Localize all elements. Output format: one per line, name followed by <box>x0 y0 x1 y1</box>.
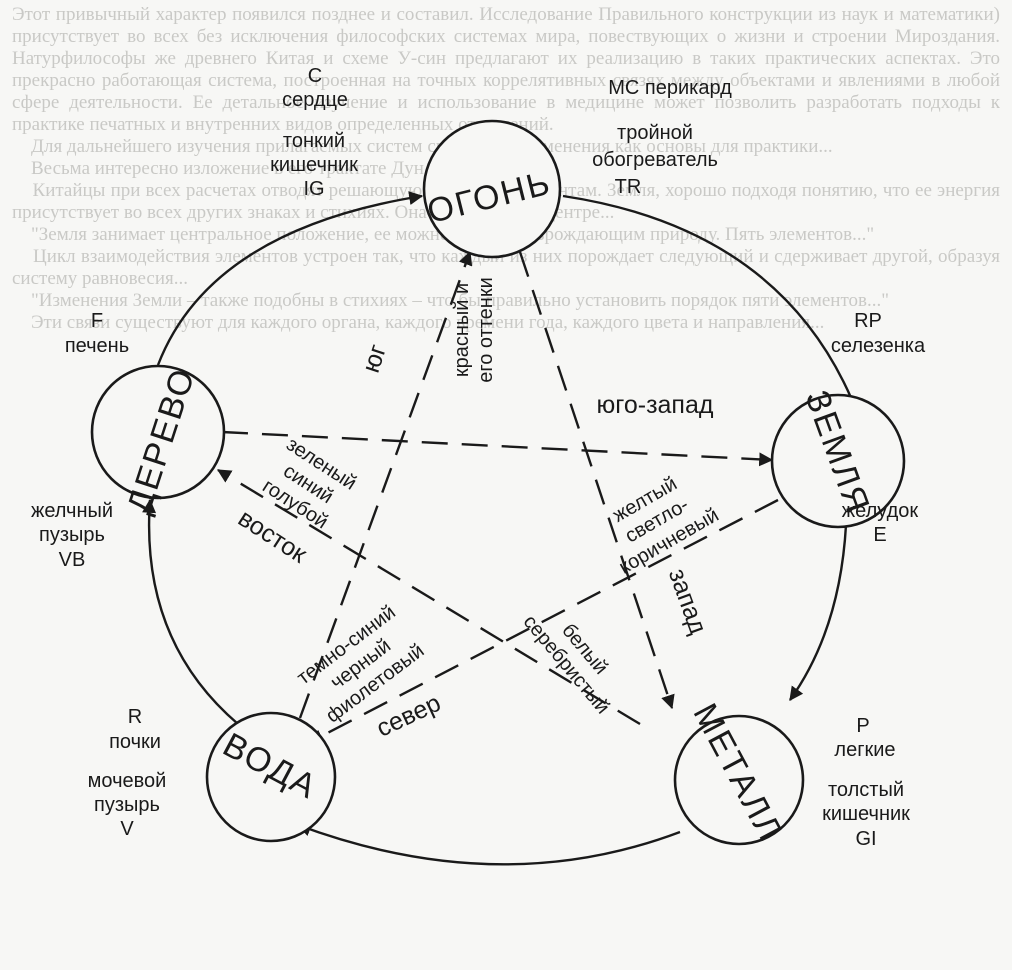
wood-organ-bottom-1: желчный <box>31 500 113 522</box>
metal-circle <box>673 714 805 846</box>
metal-organ-bottom-2: кишечник <box>822 803 910 825</box>
metal-code-top: P <box>856 715 869 737</box>
dash-wood-to-earth <box>221 430 774 467</box>
arc-wood-to-fire <box>156 191 424 366</box>
arc-earth-to-metal <box>789 524 848 701</box>
water-organ-top: почки <box>109 731 161 753</box>
fire-code-right: TR <box>615 176 642 198</box>
earth-code-top: RP <box>854 310 882 332</box>
fire-organ-top: сердце <box>282 89 348 111</box>
metal-organ-top: легкие <box>834 739 895 761</box>
fire-color-1: красный и <box>451 283 473 377</box>
arc-fire-to-earth <box>562 194 863 422</box>
earth-circle <box>770 393 906 529</box>
wood-code-bottom: VB <box>59 549 86 571</box>
earth-organ-bottom: желудок <box>842 500 919 522</box>
fire-code-mid: IG <box>303 178 324 200</box>
arc-water-to-wood <box>142 498 239 725</box>
metal-organ-bottom-1: толстый <box>828 779 904 801</box>
fire-code-top: C <box>308 65 322 87</box>
wood-circle <box>90 364 226 500</box>
wood-organ-bottom-2: пузырь <box>39 524 105 546</box>
direction-southwest: юго-запад <box>597 391 714 419</box>
water-circle <box>205 711 337 843</box>
wood-code-top: F <box>91 310 103 332</box>
fire-color-2: его оттенки <box>475 277 497 383</box>
water-code-top: R <box>128 706 142 728</box>
fire-colors: красный и его оттенки <box>451 277 497 383</box>
fire-organ-mid-1: тонкий <box>283 130 345 152</box>
direction-north: север <box>372 689 445 743</box>
fire-organ-right: МС перикард <box>608 77 732 99</box>
earth-organ-top: селезенка <box>831 335 926 357</box>
wood-organ-top: печень <box>65 335 129 357</box>
dash-metal-to-wood <box>217 468 641 726</box>
fire-organ-right2-2: обогреватель <box>592 149 718 171</box>
water-organ-bottom-2: пузырь <box>94 794 160 816</box>
earth-code-bottom: E <box>873 524 886 546</box>
fire-organ-mid-2: кишечник <box>270 154 358 176</box>
water-code-bottom: V <box>120 818 134 840</box>
dash-water-to-fire <box>298 250 473 719</box>
arc-metal-to-water <box>296 822 681 866</box>
metal-code-bottom: GI <box>855 828 876 850</box>
dash-earth-to-water <box>308 498 779 744</box>
control-cycle <box>217 250 779 744</box>
metal-colors: белый серебристый <box>519 611 614 718</box>
dash-fire-to-metal <box>518 251 675 710</box>
fire-circle <box>422 119 562 259</box>
fire-organ-right2-1: тройной <box>617 122 693 144</box>
direction-south: юг <box>357 341 392 376</box>
water-organ-bottom-1: мочевой <box>88 770 167 792</box>
generation-cycle <box>142 191 863 866</box>
direction-west: запад <box>663 565 713 638</box>
